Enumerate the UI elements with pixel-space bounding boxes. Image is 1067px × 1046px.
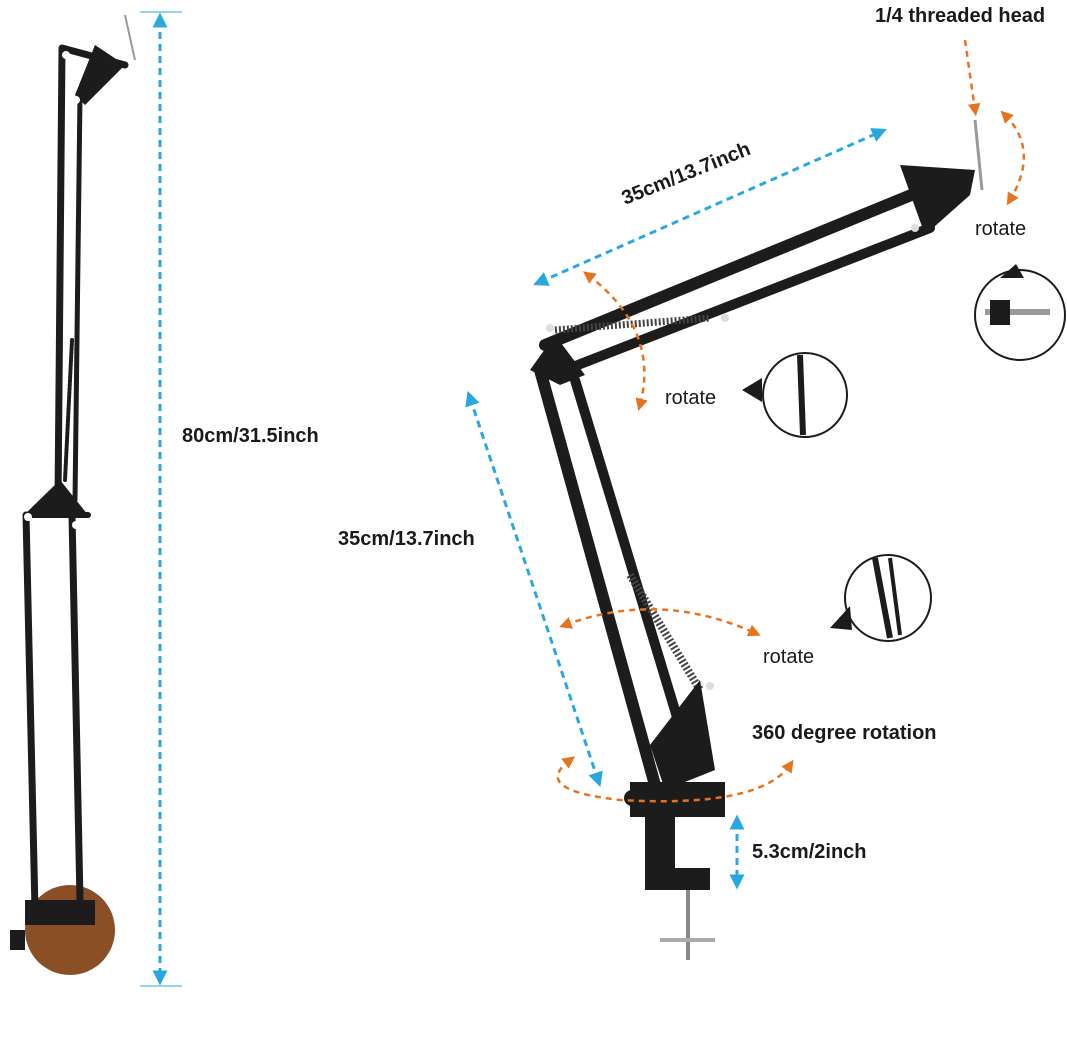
- head-rotate-label: rotate: [975, 218, 1026, 240]
- threaded-head-label: 1/4 threaded head: [875, 5, 1045, 27]
- clamp-bottom: [645, 868, 710, 890]
- desk-edge: [25, 885, 115, 975]
- extended-arm: [530, 119, 984, 960]
- upper-arm-length-label: 35cm/13.7inch: [619, 138, 754, 210]
- 360-rotation-arrow: [556, 756, 794, 803]
- elbow-rotate-arrow: [583, 271, 648, 412]
- inset-base-detail: [830, 554, 932, 642]
- folded-stand: [10, 14, 136, 975]
- inset-elbow-detail: [742, 352, 848, 438]
- clamp-opening-label: 5.3cm/2inch: [752, 841, 867, 863]
- elbow-rotate-label: rotate: [665, 387, 716, 409]
- head-rotate-arrow: [1000, 110, 1026, 206]
- upper-arm-dimension-arrow: [533, 128, 887, 286]
- base-rotation-label: 360 degree rotation: [752, 722, 937, 744]
- inset-head-detail: [974, 264, 1066, 361]
- threaded-head-pointer: [963, 39, 981, 117]
- base-rotate-arrow: [559, 608, 761, 637]
- base-rotate-label: rotate: [763, 646, 814, 668]
- lower-arm-length-label: 35cm/13.7inch: [338, 528, 475, 550]
- total-height-label: 80cm/31.5inch: [182, 425, 319, 447]
- lower-arm-dimension-arrow: [465, 390, 603, 788]
